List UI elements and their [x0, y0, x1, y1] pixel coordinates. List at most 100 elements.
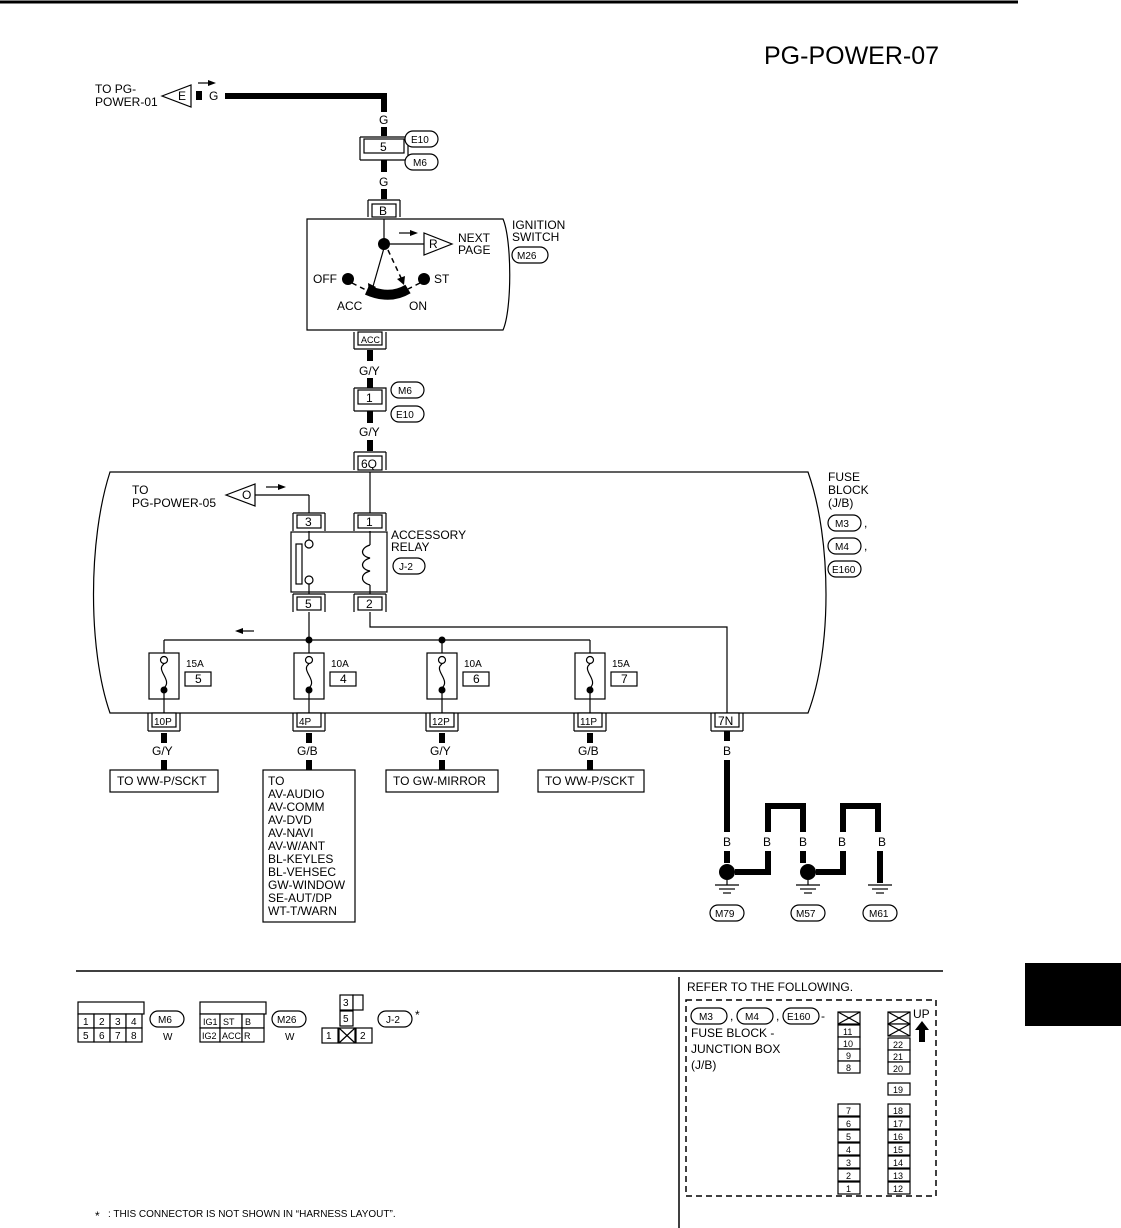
- fuse-destination: TO WW-P/SCKT: [545, 774, 635, 788]
- ground-m57: M57: [796, 909, 816, 920]
- svg-text:,: ,: [864, 539, 867, 553]
- ref-conn-2: M4: [745, 1012, 759, 1023]
- page-id: PG-POWER-07: [764, 42, 939, 70]
- switch-pivot: [378, 238, 390, 250]
- fuse-block: 6Q FUSE BLOCK (J/B) M3 , M4 , E160: [92, 451, 869, 714]
- ref-conn-1: M3: [699, 1012, 713, 1023]
- flag-r: [423, 232, 454, 256]
- flag-r-label: R: [429, 237, 438, 251]
- on-label: ON: [409, 299, 427, 313]
- dest-item: BL-VEHSEC: [268, 865, 336, 879]
- source-label-1: TO PG-: [95, 82, 136, 96]
- jb-pin: 17: [893, 1119, 903, 1129]
- svg-text:,: ,: [864, 516, 867, 530]
- relay-connector-name: J-2: [399, 562, 413, 573]
- fuse-amp: 10A: [464, 659, 482, 670]
- jb-pin: 21: [893, 1052, 903, 1062]
- pin-7n: 7N: [718, 714, 733, 728]
- section-tab: [1025, 963, 1121, 1026]
- switch-title-1: IGNITION: [512, 218, 565, 232]
- fuse-block-title-2: BLOCK: [828, 483, 869, 497]
- connector-e10-m6: G 5 E10 M6 G: [359, 113, 439, 199]
- up-arrow-icon: [915, 1021, 929, 1030]
- jb-pin: 7: [846, 1106, 851, 1116]
- m26-pin: ACC: [222, 1031, 242, 1041]
- dest-item: BL-KEYLES: [268, 852, 333, 866]
- m26-pin: IG1: [203, 1017, 218, 1027]
- svg-text:B: B: [799, 835, 807, 849]
- st-label: ST: [434, 272, 450, 286]
- svg-text:B: B: [763, 835, 771, 849]
- pin-b: B: [379, 204, 387, 218]
- next-label-2: PAGE: [458, 243, 490, 257]
- pin-label: 5: [380, 140, 387, 154]
- svg-text:B: B: [838, 835, 846, 849]
- fuse-block-conn-1: M3: [835, 519, 849, 530]
- fuse-number: 7: [621, 672, 628, 686]
- fuse-amp: 10A: [331, 659, 349, 670]
- jb-pin: 22: [893, 1040, 903, 1050]
- ref-line-3: JUNCTION BOX: [691, 1042, 780, 1056]
- jb-pin: 5: [846, 1132, 851, 1142]
- fuse-number: 6: [473, 672, 480, 686]
- fuse-number: 5: [195, 672, 202, 686]
- wire-label: G/Y: [359, 425, 380, 439]
- legend-m26-name: M26: [277, 1015, 297, 1026]
- next-label-1: NEXT: [458, 231, 491, 245]
- svg-text:2: 2: [360, 1031, 366, 1042]
- fuse-wire-color: G/Y: [430, 744, 451, 758]
- ground-circuit: 7N B B B B B B M79 M57 M61: [709, 712, 898, 922]
- reference-title: REFER TO THE FOLLOWING.: [687, 980, 853, 994]
- svg-text:5: 5: [343, 1014, 349, 1025]
- svg-text:*: *: [415, 1008, 420, 1022]
- m6-pin: 3: [115, 1017, 121, 1028]
- fuse-pin: 11P: [580, 717, 597, 728]
- m6-pin: 4: [131, 1017, 137, 1028]
- dest-item: AV-COMM: [268, 800, 324, 814]
- fuse-block-title-1: FUSE: [828, 470, 860, 484]
- ground-m61: M61: [869, 909, 889, 920]
- jb-pin: 20: [893, 1064, 903, 1074]
- m6-pin: 1: [83, 1017, 89, 1028]
- wire-label: G: [379, 175, 388, 189]
- connector-name-upper: M6: [398, 386, 412, 397]
- dest-item: GW-WINDOW: [268, 878, 346, 892]
- label-2: PG-POWER-05: [132, 496, 216, 510]
- m26-pin: B: [245, 1017, 251, 1027]
- legend-m26-color: W: [285, 1032, 295, 1043]
- ground-node-m79: [719, 864, 735, 880]
- connector-name-lower: E10: [396, 410, 414, 421]
- jb-pin: 19: [893, 1085, 903, 1095]
- m6-pin: 7: [115, 1031, 121, 1042]
- fuse-bus: [164, 628, 590, 644]
- fuse4-destination-box: TO AV-AUDIOAV-COMMAV-DVDAV-NAVIAV-W/ANTB…: [262, 769, 356, 923]
- relay-pin-5: 5: [305, 597, 312, 611]
- jb-pin: 13: [893, 1171, 903, 1181]
- jb-pin: 3: [846, 1158, 851, 1168]
- relay-pin-3: 3: [305, 515, 312, 529]
- footnote-text: : THIS CONNECTOR IS NOT SHOWN IN “HARNES…: [108, 1209, 396, 1220]
- source-wire-color: G: [209, 89, 218, 103]
- label-1: TO: [132, 483, 148, 497]
- jb-pin: 4: [846, 1145, 851, 1155]
- pin-6q: 6Q: [361, 457, 377, 471]
- flag-o-label: O: [242, 488, 251, 502]
- fuse-pin: 10P: [154, 717, 172, 728]
- jb-pin: 11: [843, 1027, 852, 1037]
- fuse-destination: TO GW-MIRROR: [393, 774, 486, 788]
- fuse-destination: TO WW-P/SCKT: [117, 774, 207, 788]
- svg-text:B: B: [878, 835, 886, 849]
- ignition-switch: B R NEXT PAGE OFF ST ACC ON IGNITION SWI…: [306, 199, 565, 361]
- m6-pin: 6: [99, 1031, 105, 1042]
- m6-pin: 5: [83, 1031, 89, 1042]
- svg-text:1: 1: [326, 1031, 332, 1042]
- svg-text:3: 3: [343, 998, 349, 1009]
- jb-pin: 9: [846, 1051, 851, 1061]
- relay-title-1: ACCESSORY: [391, 528, 466, 542]
- legend-m6-color: W: [163, 1032, 173, 1043]
- jb-pin: 12: [893, 1184, 903, 1194]
- fuse-wire-color: G/B: [297, 744, 318, 758]
